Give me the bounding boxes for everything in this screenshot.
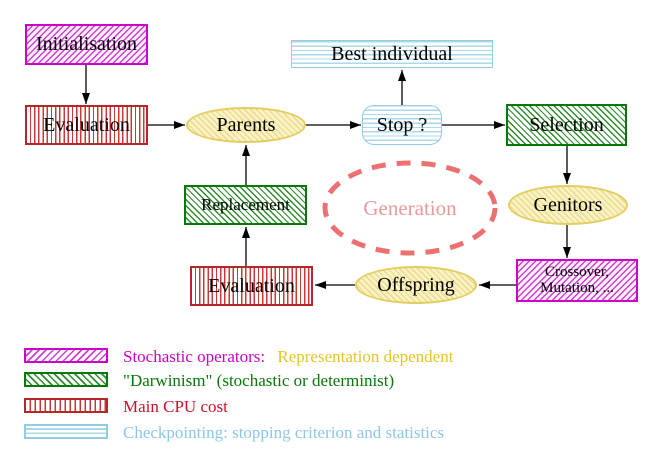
node-genitors: Genitors [508,185,628,225]
node-evaluation-bottom: Evaluation [190,266,313,306]
legend-swatch-checkpointing [24,424,108,439]
crossover-label-line2: Mutation, ... [540,279,614,296]
legend-label-stochastic: Stochastic operators: [123,347,266,366]
crossover-label-line1: Crossover, [545,263,609,280]
legend-swatch-darwinism [24,372,108,387]
node-parents: Parents [186,107,306,143]
legend-label-main-cpu-cost: Main CPU cost [123,397,228,416]
node-stop: Stop ? [362,105,442,145]
legend-label-stochastic-operators: Stochastic operators: Representation dep… [123,347,453,367]
node-initialisation: Initialisation [25,24,148,65]
legend-label-checkpointing: Checkpointing: stopping criterion and st… [123,423,445,442]
node-evaluation-top: Evaluation [25,105,148,145]
node-crossover-mutation: Crossover, Mutation, ... [516,259,638,302]
legend-swatch-stochastic-operators [24,348,108,363]
generation-dashed-ellipse [322,160,498,256]
generation-label: Generation [363,195,457,220]
node-selection: Selection [506,104,627,146]
legend-swatch-main-cpu-cost [24,398,108,413]
node-best-individual: Best individual [291,40,493,68]
legend-label-darwinism: "Darwinism" (stochastic or determinist) [123,371,395,390]
node-offspring: Offspring [355,266,477,304]
legend-label-representation: Representation dependent [277,347,454,366]
node-replacement: Replacement [184,185,307,225]
